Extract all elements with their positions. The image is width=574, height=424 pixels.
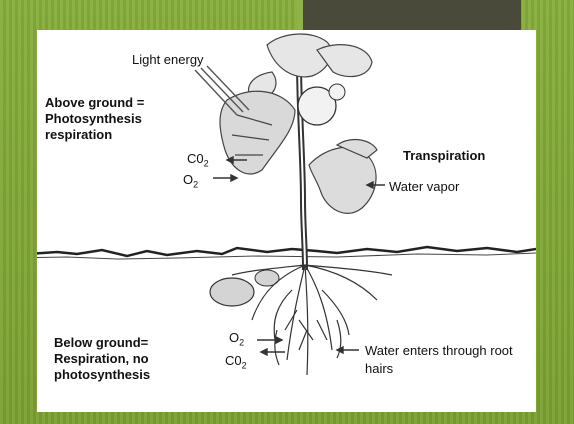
gas-arrows-bottom bbox=[257, 337, 285, 355]
co2-bottom-label: C02 bbox=[225, 353, 247, 371]
above-ground-label-line1: Above ground = bbox=[45, 95, 144, 111]
water-enters-label-line2: hairs bbox=[365, 361, 393, 376]
transpiration-label: Transpiration bbox=[403, 148, 485, 164]
above-ground-label-line3: respiration bbox=[45, 127, 112, 143]
co2-top-label: C02 bbox=[187, 151, 209, 169]
water-enters-label-line1: Water enters through root bbox=[365, 343, 513, 358]
above-ground-label-line2: Photosynthesis bbox=[45, 111, 142, 127]
o2-top-label: O2 bbox=[183, 172, 198, 190]
tuber bbox=[210, 278, 254, 306]
water-enters-arrow bbox=[337, 347, 359, 353]
light-energy-label: Light energy bbox=[132, 52, 204, 67]
o2-bottom-label: O2 bbox=[229, 330, 244, 348]
slide-content-area: Light energy Above ground = Photosynthes… bbox=[37, 30, 536, 412]
right-leaf bbox=[309, 140, 377, 214]
water-vapor-label: Water vapor bbox=[389, 179, 459, 194]
below-ground-label-line3: photosynthesis bbox=[54, 367, 150, 383]
below-ground-label-line2: Respiration, no bbox=[54, 351, 149, 367]
below-ground-label-line1: Below ground= bbox=[54, 335, 148, 351]
